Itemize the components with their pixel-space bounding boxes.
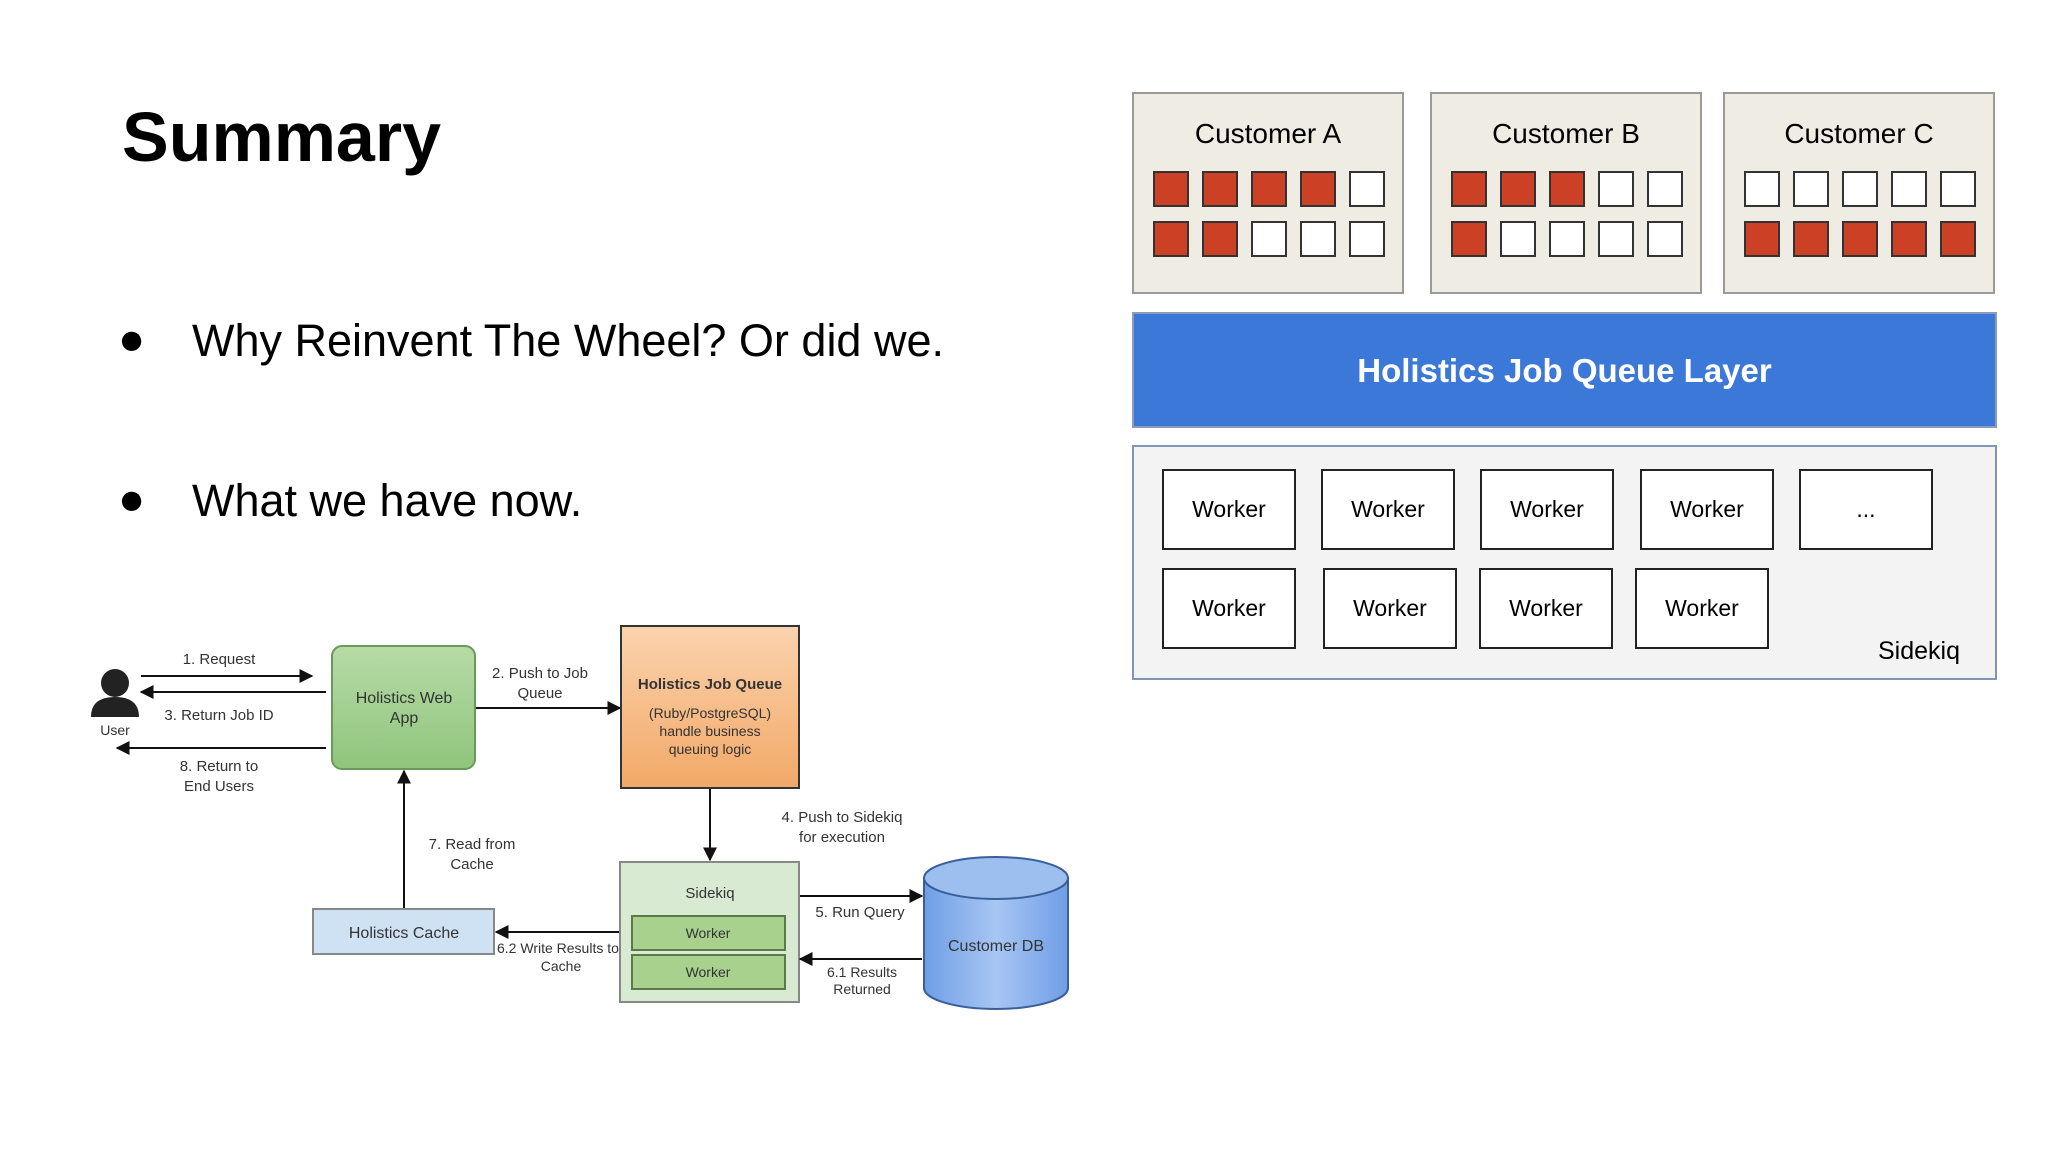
step-1-label: 1. Request (183, 651, 256, 668)
job-slot-active (1202, 171, 1238, 207)
job-slot-active (1842, 221, 1878, 257)
step-6-1-label: 6.1 Results (827, 964, 897, 980)
job-slot-active (1940, 221, 1976, 257)
customer-name: Customer A (1194, 118, 1342, 149)
step-5-label: 5. Run Query (815, 904, 905, 921)
job-slot-active (1153, 221, 1189, 257)
bullet-dot: ● (118, 313, 146, 364)
slide-title: Summary (122, 98, 442, 176)
job-slot-empty (1549, 221, 1585, 257)
job-slot-empty (1251, 221, 1287, 257)
job-slot-empty (1647, 171, 1683, 207)
job-queue-node (620, 625, 800, 789)
job-slot-empty (1842, 171, 1878, 207)
job-slot-active (1793, 221, 1829, 257)
job-slot-empty (1349, 221, 1385, 257)
worker-box: Worker (1321, 469, 1455, 550)
job-slot-empty (1598, 171, 1634, 207)
job-queue-layer: Holistics Job Queue Layer (1132, 312, 1997, 428)
worker-box: Worker (1323, 568, 1457, 649)
web-app-node (331, 645, 476, 770)
step-8-label: End Users (184, 778, 254, 795)
job-slot-grid (1153, 171, 1385, 257)
job-slot-empty (1349, 171, 1385, 207)
user-label: User (100, 722, 130, 738)
step-2-label: 2. Push to Job (492, 665, 588, 682)
job-slot-active (1300, 171, 1336, 207)
step-6-1-label: Returned (833, 981, 891, 997)
customer-box: Customer B (1430, 92, 1702, 294)
worker-box: Worker (1635, 568, 1769, 649)
sidekiq-worker (631, 915, 786, 951)
web-app-label: Holistics Web (356, 690, 453, 707)
worker-box: Worker (1480, 469, 1614, 550)
step-7-label: 7. Read from (429, 836, 516, 853)
job-slot-active (1451, 221, 1487, 257)
job-queue-desc: queuing logic (669, 741, 752, 757)
customer-box: Customer A (1132, 92, 1404, 294)
step-8-label: 8. Return to (180, 758, 258, 775)
job-queue-desc: (Ruby/PostgreSQL) (649, 705, 771, 721)
step-4-label: for execution (799, 829, 885, 846)
job-slot-empty (1744, 171, 1780, 207)
customer-db-node (923, 856, 1069, 1010)
worker-box: Worker (1162, 568, 1296, 649)
job-slot-empty (1647, 221, 1683, 257)
job-slot-grid (1744, 171, 1976, 257)
step-4-label: 4. Push to Sidekiq (782, 809, 903, 826)
step-6-2-label: Cache (541, 958, 582, 974)
user-icon (91, 669, 139, 717)
job-slot-active (1549, 171, 1585, 207)
cache-label: Holistics Cache (349, 925, 459, 942)
sidekiq-node-label: Sidekiq (685, 885, 734, 902)
step-2-label: Queue (517, 685, 562, 702)
job-queue-desc: handle business (659, 723, 760, 739)
job-slot-active (1451, 171, 1487, 207)
worker-box-more: ... (1799, 469, 1933, 550)
customer-box: Customer C (1723, 92, 1995, 294)
sidekiq-label: Sidekiq (1878, 637, 1960, 665)
job-slot-grid (1451, 171, 1683, 257)
step-6-2-label: 6.2 Write Results to (497, 940, 619, 956)
sidekiq-worker-label: Worker (686, 925, 731, 941)
job-slot-active (1202, 221, 1238, 257)
job-slot-empty (1500, 221, 1536, 257)
job-slot-active (1891, 221, 1927, 257)
job-slot-empty (1793, 171, 1829, 207)
web-app-label: App (390, 710, 419, 727)
step-3-label: 3. Return Job ID (164, 707, 273, 724)
job-slot-empty (1891, 171, 1927, 207)
worker-box: Worker (1479, 568, 1613, 649)
worker-box: Worker (1640, 469, 1774, 550)
worker-box: Worker (1162, 469, 1296, 550)
job-slot-empty (1940, 171, 1976, 207)
job-slot-empty (1300, 221, 1336, 257)
sidekiq-worker-label: Worker (686, 964, 731, 980)
job-slot-active (1500, 171, 1536, 207)
customer-db-label: Customer DB (948, 938, 1044, 955)
job-queue-layer-label: Holistics Job Queue Layer (1357, 352, 1772, 389)
step-7-label: Cache (450, 856, 493, 873)
customer-name: Customer B (1492, 118, 1640, 149)
bullet-text: Why Reinvent The Wheel? Or did we. (192, 315, 944, 366)
bullet-dot: ● (118, 473, 146, 524)
bullet-text: What we have now. (192, 475, 583, 526)
cache-node (312, 908, 495, 955)
sidekiq-worker (631, 954, 786, 990)
job-slot-active (1744, 221, 1780, 257)
job-slot-active (1251, 171, 1287, 207)
customer-name: Customer C (1784, 118, 1934, 149)
job-slot-active (1153, 171, 1189, 207)
job-queue-title: Holistics Job Queue (638, 676, 782, 693)
job-slot-empty (1598, 221, 1634, 257)
